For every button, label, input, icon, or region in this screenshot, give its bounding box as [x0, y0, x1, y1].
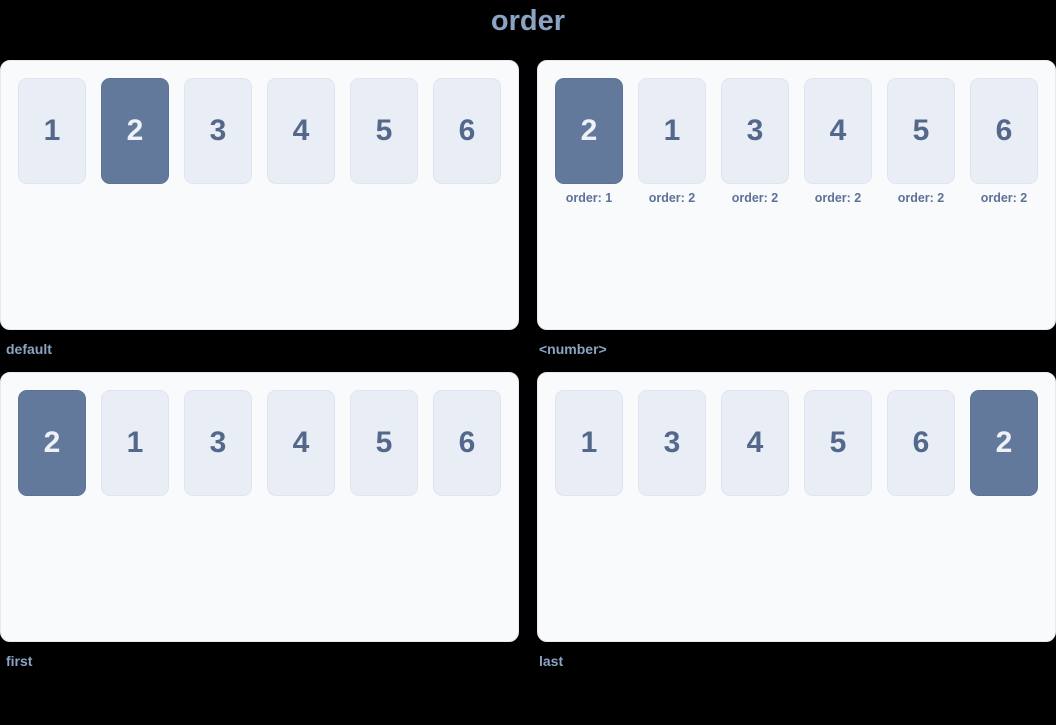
- list-item[interactable]: 1 order: 2: [638, 78, 706, 205]
- order-box[interactable]: 4: [267, 78, 335, 184]
- order-caption: order: 2: [648, 191, 696, 205]
- list-item[interactable]: 3 order: 2: [721, 78, 789, 205]
- list-item[interactable]: 2 order: 1: [555, 78, 623, 205]
- order-box[interactable]: 6: [433, 78, 501, 184]
- order-box[interactable]: 3: [638, 390, 706, 496]
- order-box[interactable]: 5: [804, 390, 872, 496]
- demo-cell-first: 2 1 3 4 5: [0, 372, 519, 684]
- list-item[interactable]: 4: [721, 390, 789, 503]
- order-box-active[interactable]: 2: [101, 78, 169, 184]
- list-item[interactable]: 2: [101, 78, 169, 191]
- list-item[interactable]: 1: [555, 390, 623, 503]
- order-box[interactable]: 6: [970, 78, 1038, 184]
- order-box[interactable]: 6: [887, 390, 955, 496]
- list-item[interactable]: 4: [267, 78, 335, 191]
- order-box[interactable]: 1: [18, 78, 86, 184]
- list-item[interactable]: 5: [350, 78, 418, 191]
- demo-grid: 1 2 3 4 5: [0, 60, 1056, 684]
- list-item[interactable]: 1: [101, 390, 169, 503]
- order-box[interactable]: 5: [887, 78, 955, 184]
- order-box[interactable]: 6: [433, 390, 501, 496]
- panel-label-default: default: [6, 341, 52, 357]
- list-item[interactable]: 2: [970, 390, 1038, 503]
- list-item[interactable]: 6: [433, 78, 501, 191]
- order-caption: order: 2: [980, 191, 1028, 205]
- demo-cell-last: 1 3 4 5 6: [537, 372, 1056, 684]
- list-item[interactable]: 4 order: 2: [804, 78, 872, 205]
- panel-label-first: first: [6, 653, 33, 669]
- demo-cell-default: 1 2 3 4 5: [0, 60, 519, 372]
- order-box-active[interactable]: 2: [555, 78, 623, 184]
- panel-first: 2 1 3 4 5: [0, 372, 519, 642]
- order-box[interactable]: 5: [350, 78, 418, 184]
- order-caption: order: 2: [897, 191, 945, 205]
- list-item[interactable]: 3: [638, 390, 706, 503]
- panel-last: 1 3 4 5 6: [537, 372, 1056, 642]
- order-box[interactable]: 3: [184, 78, 252, 184]
- panel-label-number: <number>: [539, 341, 607, 357]
- order-box[interactable]: 1: [101, 390, 169, 496]
- order-box-active[interactable]: 2: [970, 390, 1038, 496]
- list-item[interactable]: 2: [18, 390, 86, 503]
- order-box[interactable]: 4: [804, 78, 872, 184]
- list-item[interactable]: 1: [18, 78, 86, 191]
- list-item[interactable]: 3: [184, 78, 252, 191]
- order-caption: order: 2: [731, 191, 779, 205]
- list-item[interactable]: 5 order: 2: [887, 78, 955, 205]
- order-box[interactable]: 1: [638, 78, 706, 184]
- panel-label-last: last: [539, 653, 564, 669]
- order-box[interactable]: 4: [721, 390, 789, 496]
- order-box[interactable]: 5: [350, 390, 418, 496]
- list-item[interactable]: 6: [887, 390, 955, 503]
- page-title: order: [490, 5, 566, 37]
- demo-cell-number: 2 order: 1 1 order: 2 3 order: 2 4 order…: [537, 60, 1056, 372]
- panel-number: 2 order: 1 1 order: 2 3 order: 2 4 order…: [537, 60, 1056, 330]
- order-caption: order: 2: [814, 191, 862, 205]
- panel-default: 1 2 3 4 5: [0, 60, 519, 330]
- order-box-active[interactable]: 2: [18, 390, 86, 496]
- order-box[interactable]: 4: [267, 390, 335, 496]
- list-item[interactable]: 5: [804, 390, 872, 503]
- list-item[interactable]: 4: [267, 390, 335, 503]
- list-item[interactable]: 5: [350, 390, 418, 503]
- list-item[interactable]: 6 order: 2: [970, 78, 1038, 205]
- list-item[interactable]: 3: [184, 390, 252, 503]
- order-caption: order: 1: [565, 191, 613, 205]
- order-box[interactable]: 3: [721, 78, 789, 184]
- list-item[interactable]: 6: [433, 390, 501, 503]
- order-box[interactable]: 3: [184, 390, 252, 496]
- order-box[interactable]: 1: [555, 390, 623, 496]
